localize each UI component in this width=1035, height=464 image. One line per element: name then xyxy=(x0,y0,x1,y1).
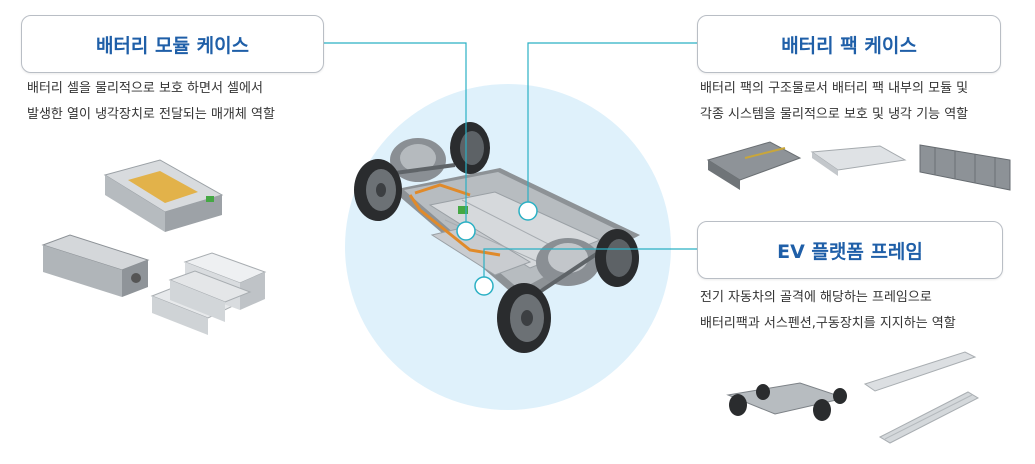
connector-pack-case xyxy=(527,42,697,211)
wheel-rear-left xyxy=(497,283,551,353)
module-case-desc-line-1: 배터리 셀을 물리적으로 보호 하면서 셀에서 xyxy=(27,81,263,96)
module-case-title-box: 배터리 모듈 케이스 xyxy=(21,15,324,73)
ev-frame-title-box: EV 플랫폼 프레임 xyxy=(697,221,1003,279)
marker-dot-pack-case xyxy=(518,201,538,221)
pack-case-desc-line-2: 각종 시스템을 물리적으로 보호 및 냉각 기능 역할 xyxy=(700,107,969,122)
module-case-title: 배터리 모듈 케이스 xyxy=(95,34,250,57)
ev-frame-title: EV 플랫폼 프레임 xyxy=(777,240,923,263)
wheel-front-left xyxy=(354,159,402,221)
pack-case-desc-line-1: 배터리 팩의 구조물로서 배터리 팩 내부의 모듈 및 xyxy=(700,81,969,96)
module-case-description: 배터리 셀을 물리적으로 보호 하면서 셀에서 발생한 열이 냉각장치로 전달되… xyxy=(27,76,275,128)
pack-case-title-box: 배터리 팩 케이스 xyxy=(697,15,1001,73)
ev-frame-description: 전기 자동차의 골격에 해당하는 프레임으로 배터리팩과 서스펜션,구동장치를 … xyxy=(700,285,956,337)
ev-frame-desc-line-1: 전기 자동차의 골격에 해당하는 프레임으로 xyxy=(700,290,932,305)
pack-case-description: 배터리 팩의 구조물로서 배터리 팩 내부의 모듈 및 각종 시스템을 물리적으… xyxy=(700,76,968,128)
connector-ev-frame xyxy=(483,248,697,286)
ev-frame-desc-line-2: 배터리팩과 서스펜션,구동장치를 지지하는 역할 xyxy=(700,316,956,331)
pack-case-title: 배터리 팩 케이스 xyxy=(781,34,917,57)
module-case-desc-line-2: 발생한 열이 냉각장치로 전달되는 매개체 역할 xyxy=(27,107,275,122)
marker-dot-module-case xyxy=(456,221,476,241)
connector-module-case xyxy=(323,42,467,231)
marker-dot-ev-frame xyxy=(474,276,494,296)
